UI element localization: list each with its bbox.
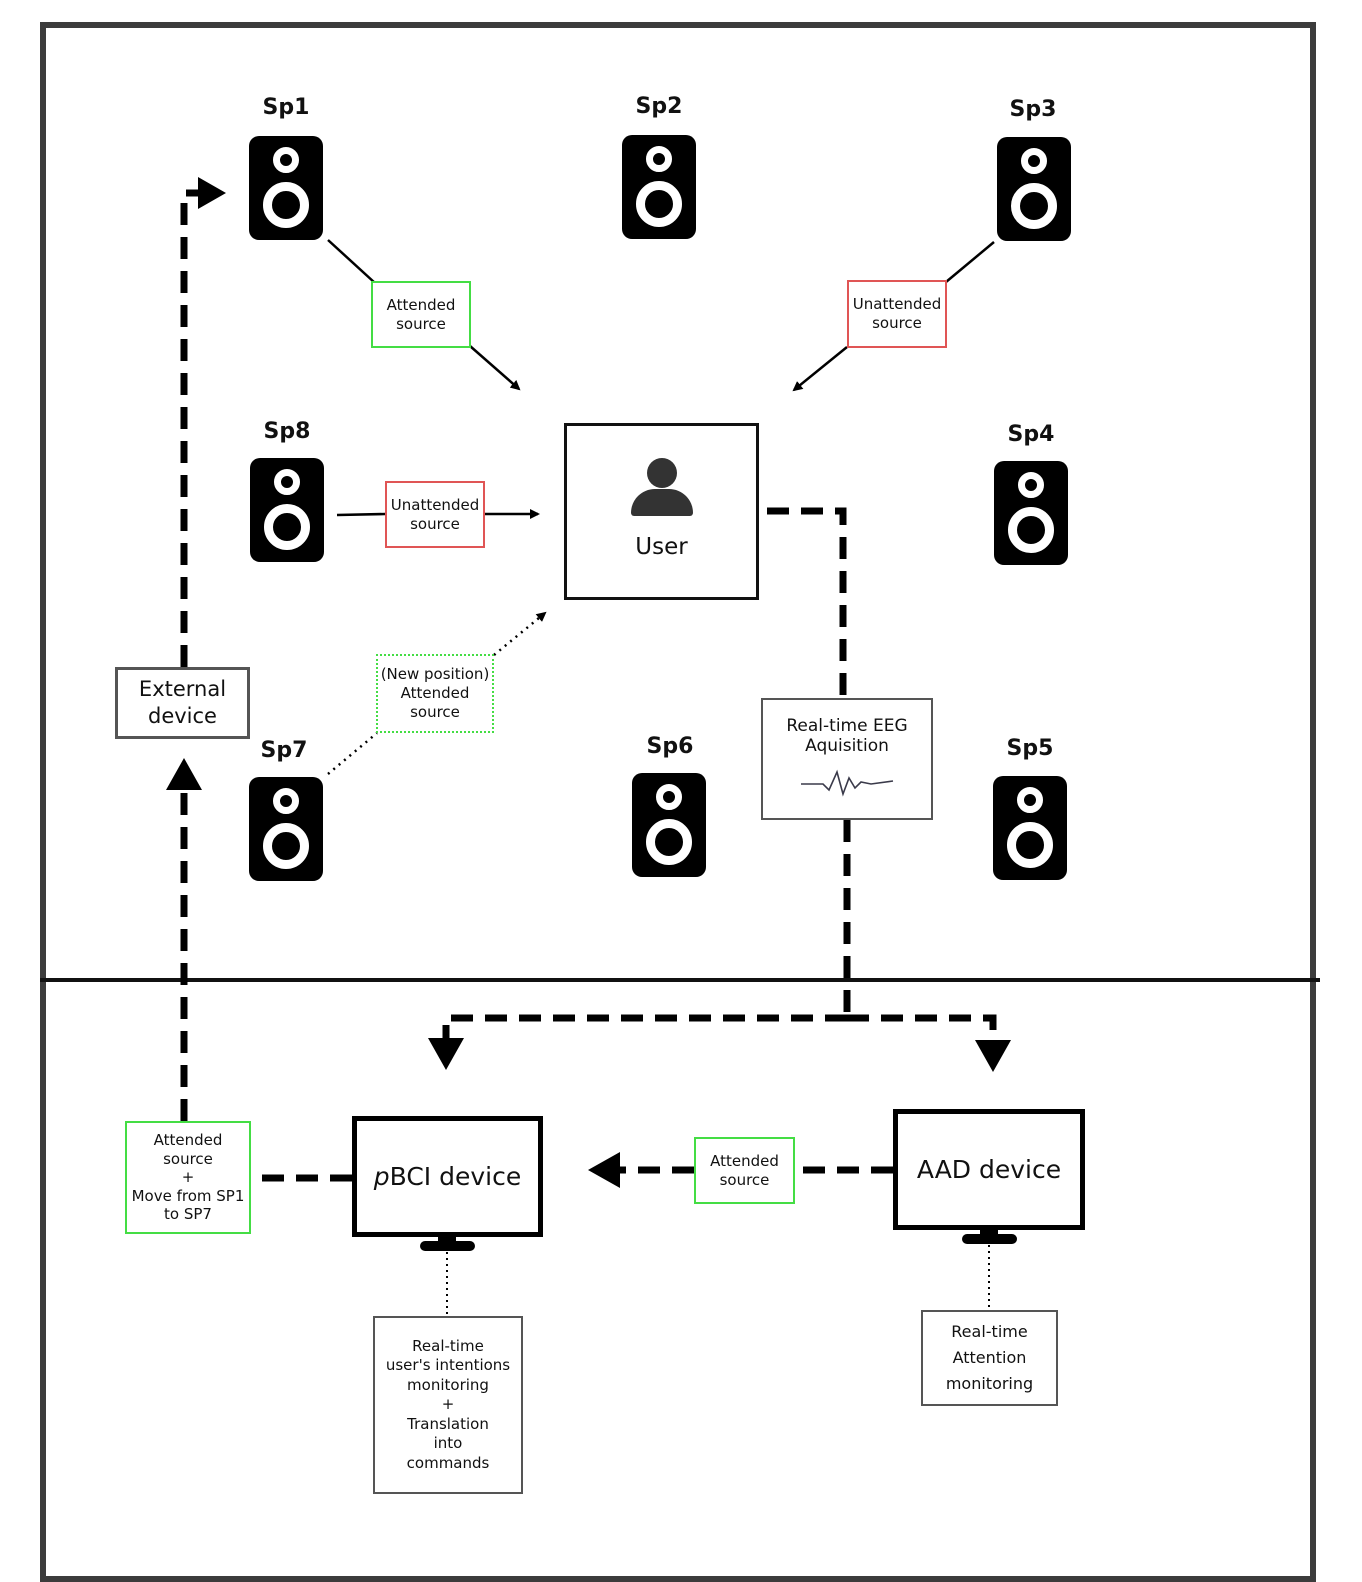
user-icon (630, 457, 693, 516)
user-box: User (564, 423, 759, 600)
speaker-sp7-icon (249, 777, 323, 881)
split-to-pbci-dashed (442, 1014, 847, 1038)
eeg-acquisition-box: Real-time EEG Aquisition (761, 698, 933, 820)
pbci-device-monitor: pBCI device (352, 1116, 543, 1237)
pbci-device-label: pBCI device (373, 1162, 522, 1191)
arrowhead-to-aad (975, 1040, 1011, 1072)
arrowhead-to-pbci (428, 1038, 464, 1070)
sp3-to-unattended-line (945, 241, 995, 283)
sp7-label: Sp7 (260, 738, 308, 763)
external-to-sp1-dashed (180, 189, 200, 667)
sp4-label: Sp4 (1007, 422, 1055, 447)
arrowhead-to-pbci-left (588, 1152, 620, 1188)
sp8-label: Sp8 (263, 419, 311, 444)
eeg-wave-icon (801, 769, 894, 797)
arrowhead-to-external (166, 758, 202, 790)
new-attended-dotted-arrow (493, 611, 547, 656)
speaker-sp4-icon (994, 461, 1068, 565)
pbci-monitor-stand (420, 1241, 475, 1251)
unattended-to-user-arrow (792, 346, 848, 392)
section-divider (40, 978, 1320, 982)
speaker-sp6-icon (632, 773, 706, 877)
speaker-sp5-icon (993, 776, 1067, 880)
user-to-eeg-dashed (767, 507, 847, 698)
sp6-label: Sp6 (646, 734, 694, 759)
aad-device-monitor: AAD device (893, 1109, 1085, 1230)
aad-monitor-stand (962, 1234, 1017, 1244)
sp3-label: Sp3 (1009, 97, 1057, 122)
sp2-label: Sp2 (635, 94, 683, 119)
sp7-dotted-line (327, 732, 378, 775)
aad-monitor-neck (980, 1229, 998, 1237)
speaker-sp1-icon (249, 136, 323, 240)
attended-to-user-arrow (469, 345, 521, 391)
sp1-label: Sp1 (262, 95, 310, 120)
pbci-monitor-neck (438, 1236, 456, 1244)
arrowhead-to-sp1 (198, 177, 226, 209)
sp5-label: Sp5 (1006, 736, 1054, 761)
user-label: User (635, 533, 688, 560)
sp1-to-attended-line (327, 239, 376, 284)
sp8-to-unattended-line (336, 512, 386, 517)
speaker-sp8-icon (250, 458, 324, 562)
aad-device-label: AAD device (916, 1155, 1062, 1184)
split-to-aad-dashed (847, 1014, 997, 1040)
speaker-sp2-icon (622, 135, 696, 239)
speaker-sp3-icon (997, 137, 1071, 241)
